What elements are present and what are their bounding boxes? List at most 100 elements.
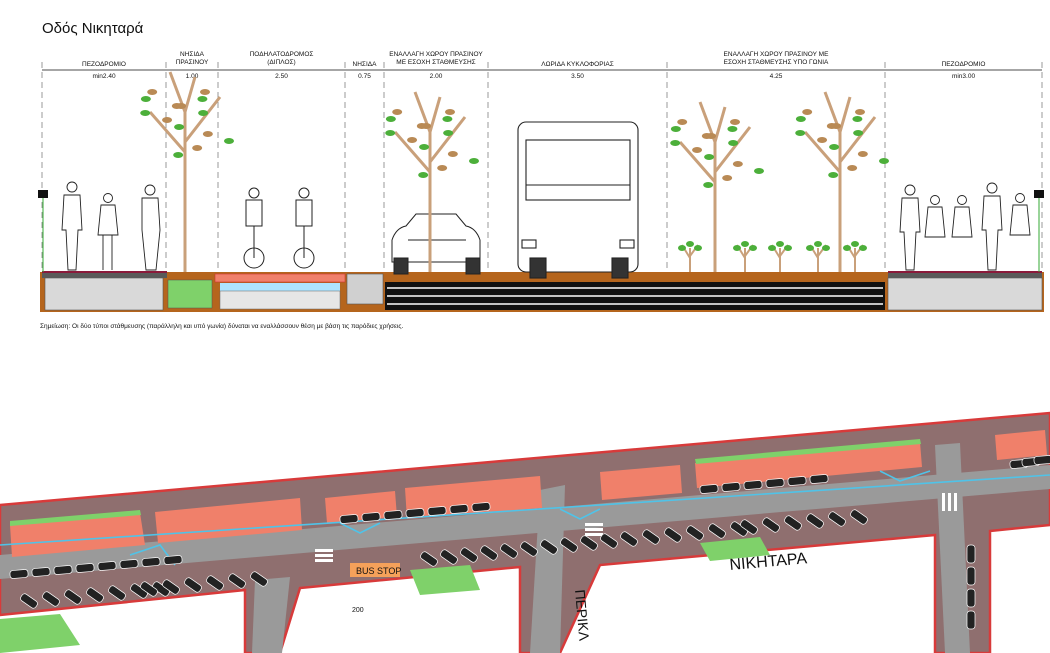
plan-car [600,533,618,549]
plan-car [784,515,802,531]
left-edge-marker [38,190,48,272]
cyclists [243,187,315,269]
segment-label: ΝΗΣΙΔΑ [353,61,378,68]
green-strip-2 [695,439,921,464]
plan-car [664,527,682,543]
segment-label: ΜΕ ΕΣΟΧΗ ΣΤΑΘΜΕΥΣΗΣ [396,59,475,66]
plan-car [765,478,785,488]
side-road-middle [530,485,565,653]
segment-label: ΠΡΑΣΙΝΟΥ [176,59,209,66]
green-lower-1 [0,614,80,653]
segment-label: (ΔΙΠΛΟΣ) [267,59,295,66]
plan-car [809,474,829,484]
green-lower-2 [410,565,480,595]
plan-car [966,566,976,586]
street-label-nikitara: ΝΙΚΗΤΑΡΑ [729,550,808,574]
shrub [843,241,867,272]
plan-car [206,575,224,591]
plan-car [162,579,180,595]
shrub [806,241,830,272]
shrub [768,241,792,272]
plan-car [20,593,38,609]
island [346,273,384,305]
bike-lane-base [219,290,341,310]
plan-car [184,577,202,593]
page-title: Οδός Νικηταρά [42,20,144,37]
plan-car [163,555,183,565]
segment-dimension: 4.25 [770,73,783,80]
segment-label: ΕΣΟΧΗ ΣΤΑΘΜΕΥΣΗΣ ΥΠΟ ΓΩΝΙΑ [724,59,829,66]
plan-car [850,509,868,525]
pedestrians-left [61,181,161,271]
plan-car [361,512,381,522]
segment-label: ΠΕΖΟΔΡΟΜΙΟ [942,61,986,68]
plan-car [787,476,807,486]
street-plan-view: BUS STOP 200 ΝΙΚΗΤΑΡΑ ΠΕΡΙΚΛ [0,411,1050,653]
green-strip [167,279,213,309]
bike-lane-layer [220,283,340,291]
segment-label: ΕΝΑΛΛΑΓΗ ΧΩΡΟΥ ΠΡΑΣΙΝΟΥ ΜΕ [724,51,830,58]
street-cross-section: ΠΕΖΟΔΡΟΜΙΟmin2.40ΝΗΣΙΔΑΠΡΑΣΙΝΟΥ1.00ΠΟΔΗΛ… [38,51,1044,312]
segment-dimension: 2.50 [275,73,288,80]
tree [670,101,764,272]
plan-car [743,480,763,490]
plan-car [740,519,758,535]
plan-car [42,591,60,607]
plan-car [699,484,719,494]
segment-label: ΠΟΔΗΛΑΤΟΔΡΟΜΟΣ [250,51,314,58]
bike-lane-5 [600,465,682,500]
plan-car [500,543,518,559]
bike-lane-7 [995,430,1047,460]
green-strip-1 [10,510,141,526]
plan-car [440,549,458,565]
plan-car [686,525,704,541]
plan-car [75,563,95,573]
segment-dimension: 0.75 [358,73,371,80]
right-sidewalk-edge [888,271,1042,273]
tree [795,91,889,272]
right-edge-marker [1034,190,1044,272]
pedestrians-right [899,182,1031,271]
plan-car [966,588,976,608]
tree [385,91,479,272]
segment-dimension: min3.00 [952,73,976,80]
segment-dimension: min2.40 [92,73,116,80]
bus [517,121,639,279]
plan-car [108,585,126,601]
left-sidewalk-surface [42,272,167,278]
plan-car [86,587,104,603]
plan-car [53,565,73,575]
plan-car [141,557,161,567]
bike-lane-surface [214,273,346,283]
bike-lane-6 [695,442,922,488]
shrub [733,241,757,272]
bus-number: 200 [352,607,364,614]
right-sidewalk-surface [888,272,1042,278]
bus-stop-box [350,563,400,577]
plan-car [560,537,578,553]
plan-car [762,517,780,533]
plan-car [420,551,438,567]
section-note: Σημείωση: Οι δύο τύποι στάθμευσης (παράλ… [40,323,404,330]
segment-dimension: 1.00 [186,73,199,80]
segment-dividers [41,62,1043,272]
plan-car [140,581,158,597]
plan-car [97,561,117,571]
crossings [0,470,1050,566]
plan-car [540,539,558,555]
plan-car [806,513,824,529]
plan-car [480,545,498,561]
plan-car [31,567,51,577]
plan-car [708,523,726,539]
plan-car [228,573,246,589]
bike-lane-1 [10,513,145,557]
plan-car [9,569,29,579]
plan-car [580,535,598,551]
plan-car [383,510,403,520]
segment-label: ΝΗΣΙΔΑ [180,51,205,58]
left-sidewalk-edge [42,271,167,273]
plan-car [427,506,447,516]
plan-car [471,502,491,512]
plan-car [339,514,359,524]
plan-car [1033,455,1050,465]
